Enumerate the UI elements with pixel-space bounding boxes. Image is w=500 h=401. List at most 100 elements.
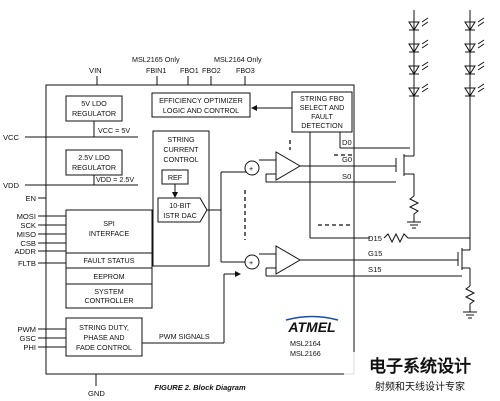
spi-title: SPI	[103, 219, 115, 228]
led-string-15	[464, 10, 485, 238]
mosfet-15	[457, 238, 477, 319]
pin-csb: CSB	[20, 239, 36, 248]
dac-block	[157, 197, 208, 223]
led-icon	[464, 43, 476, 53]
duty-line1: STRING DUTY,	[79, 323, 129, 332]
system-title: SYSTEM	[94, 287, 124, 296]
scc-line2: CURRENT	[163, 145, 199, 154]
ground-icon	[407, 221, 421, 229]
led-icon	[408, 65, 420, 75]
gnd-label: GND	[88, 389, 105, 398]
g15-label: G15	[368, 249, 382, 258]
efficiency-title: EFFICIENCY OPTIMIZER	[159, 96, 243, 105]
led-icon	[464, 21, 476, 31]
light-rays-icon	[477, 83, 485, 93]
dac-line2: ISTR DAC	[163, 211, 197, 220]
watermark: 电子系统设计 射频和天线设计专家	[344, 352, 494, 396]
fbo1-label: FBO1	[180, 66, 199, 75]
light-rays-icon	[477, 61, 485, 71]
pin-fltb: FLTB	[18, 259, 36, 268]
fbo3-label: FBO3	[236, 66, 255, 75]
pin-vcc: VCC	[3, 133, 20, 142]
duty-line2: PHASE AND	[83, 333, 124, 342]
watermark-line2: 射频和天线设计专家	[375, 380, 465, 393]
duty-control-block	[65, 317, 143, 357]
vcc-eq-label: VCC = 5V	[98, 126, 130, 135]
ldo-25v-subtitle: REGULATOR	[72, 163, 116, 172]
pin-vdd: VDD	[3, 181, 20, 190]
sense-resistor-0	[408, 195, 420, 222]
scc-line1: STRING	[167, 135, 195, 144]
g0-label: G0	[342, 155, 352, 164]
ldo-5v-subtitle: REGULATOR	[72, 109, 116, 118]
s0-label: S0	[342, 172, 351, 181]
logo-swoosh	[285, 315, 339, 321]
ldo-25v-title: 2.5V LDO	[78, 153, 110, 162]
pin-en: EN	[25, 194, 36, 203]
sum0-plus: +	[249, 164, 253, 173]
fbin1-label: FBIN1	[146, 66, 166, 75]
ldo-5v-title: 5V LDO	[81, 99, 107, 108]
light-rays-icon	[477, 39, 485, 49]
vin-label: VIN	[89, 66, 102, 75]
pin-sck: SCK	[20, 221, 36, 230]
amp-0	[275, 151, 301, 181]
system-subtitle: CONTROLLER	[84, 296, 133, 305]
msl2164-only-label: MSL2164 Only	[214, 55, 262, 64]
mosfet-0	[395, 148, 421, 229]
fbo2-label: FBO2	[202, 66, 221, 75]
d15-resistor	[383, 232, 470, 244]
fbo-fault-block	[291, 91, 353, 133]
ref-label: REF	[168, 173, 183, 182]
spi-subtitle: INTERFACE	[89, 229, 130, 238]
pin-miso: MISO	[17, 230, 37, 239]
summing-node-15	[244, 254, 260, 270]
ground-icon	[463, 311, 477, 319]
light-rays-icon	[421, 61, 429, 71]
part-msl2166: MSL2166	[290, 349, 321, 358]
spi-stack	[65, 209, 153, 309]
dac-line1: 10-BIT	[169, 201, 191, 210]
ldo-5v-block	[65, 95, 123, 122]
light-rays-icon	[421, 39, 429, 49]
atmel-logo: ATMEL	[285, 315, 339, 335]
led-icon	[408, 21, 420, 31]
pin-mosi: MOSI	[17, 212, 36, 221]
led-icon	[464, 87, 476, 97]
efficiency-subtitle: LOGIC AND CONTROL	[163, 106, 239, 115]
pwm-signals-label: PWM SIGNALS	[159, 332, 210, 341]
amp-15	[275, 245, 301, 275]
pin-addr: ADDR	[14, 247, 36, 256]
led-icon	[464, 65, 476, 75]
eeprom-label: EEPROM	[93, 272, 124, 281]
part-msl2164: MSL2164	[290, 339, 321, 348]
led-icon	[408, 43, 420, 53]
fbo-line1: STRING FBO	[300, 94, 344, 103]
light-rays-icon	[421, 83, 429, 93]
msl2165-only-label: MSL2165 Only	[132, 55, 180, 64]
fbo-line2: SELECT AND	[300, 103, 345, 112]
logo-backing	[288, 319, 336, 334]
vdd-eq-label: VDD = 2.5V	[96, 175, 134, 184]
d15-label: D15	[368, 234, 382, 243]
light-rays-icon	[421, 17, 429, 27]
fbo-line3: FAULT	[311, 112, 333, 121]
duty-line3: FADE CONTROL	[76, 343, 132, 352]
sum15-plus: +	[249, 258, 253, 267]
pin-gsc: GSC	[20, 334, 37, 343]
watermark-line1: 电子系统设计	[369, 356, 471, 376]
pin-pwm: PWM	[17, 325, 36, 334]
pin-phi: PHI	[23, 343, 36, 352]
s15-label: S15	[368, 265, 382, 274]
watermark-backing	[344, 352, 494, 396]
summing-node-0	[244, 160, 260, 176]
fbo-line4: DETECTION	[301, 121, 343, 130]
scc-line3: CONTROL	[163, 155, 198, 164]
efficiency-optimizer-block	[151, 92, 251, 118]
sense-resistor-15	[464, 285, 476, 312]
d0-label: D0	[342, 138, 352, 147]
led-string-0	[408, 10, 429, 148]
light-rays-icon	[477, 17, 485, 27]
logo-brand: ATMEL	[287, 319, 335, 335]
